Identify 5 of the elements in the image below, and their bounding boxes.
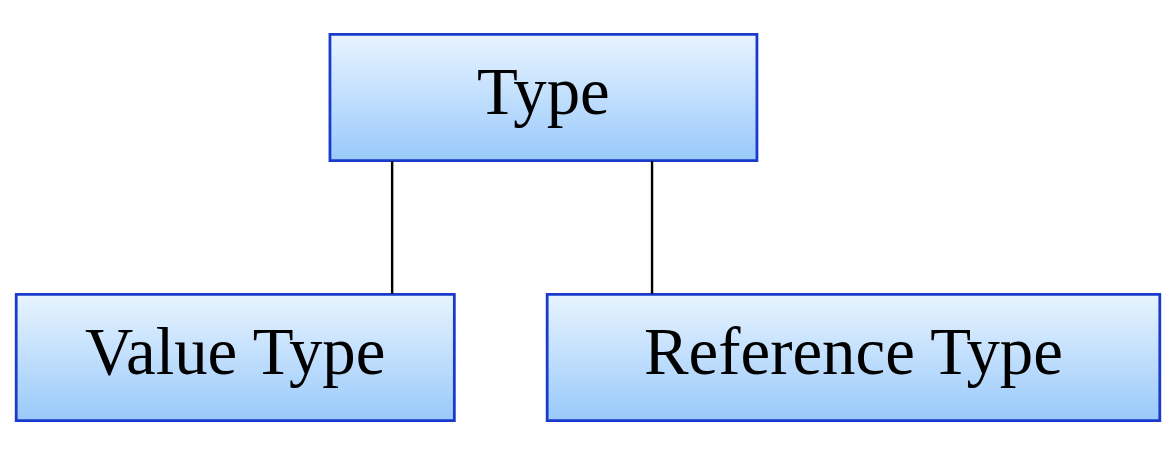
node-box: Value Type (14, 292, 456, 422)
node-box: Type (328, 33, 759, 163)
connector (390, 161, 394, 294)
connector (650, 161, 654, 294)
node-box: Reference Type (545, 292, 1162, 422)
